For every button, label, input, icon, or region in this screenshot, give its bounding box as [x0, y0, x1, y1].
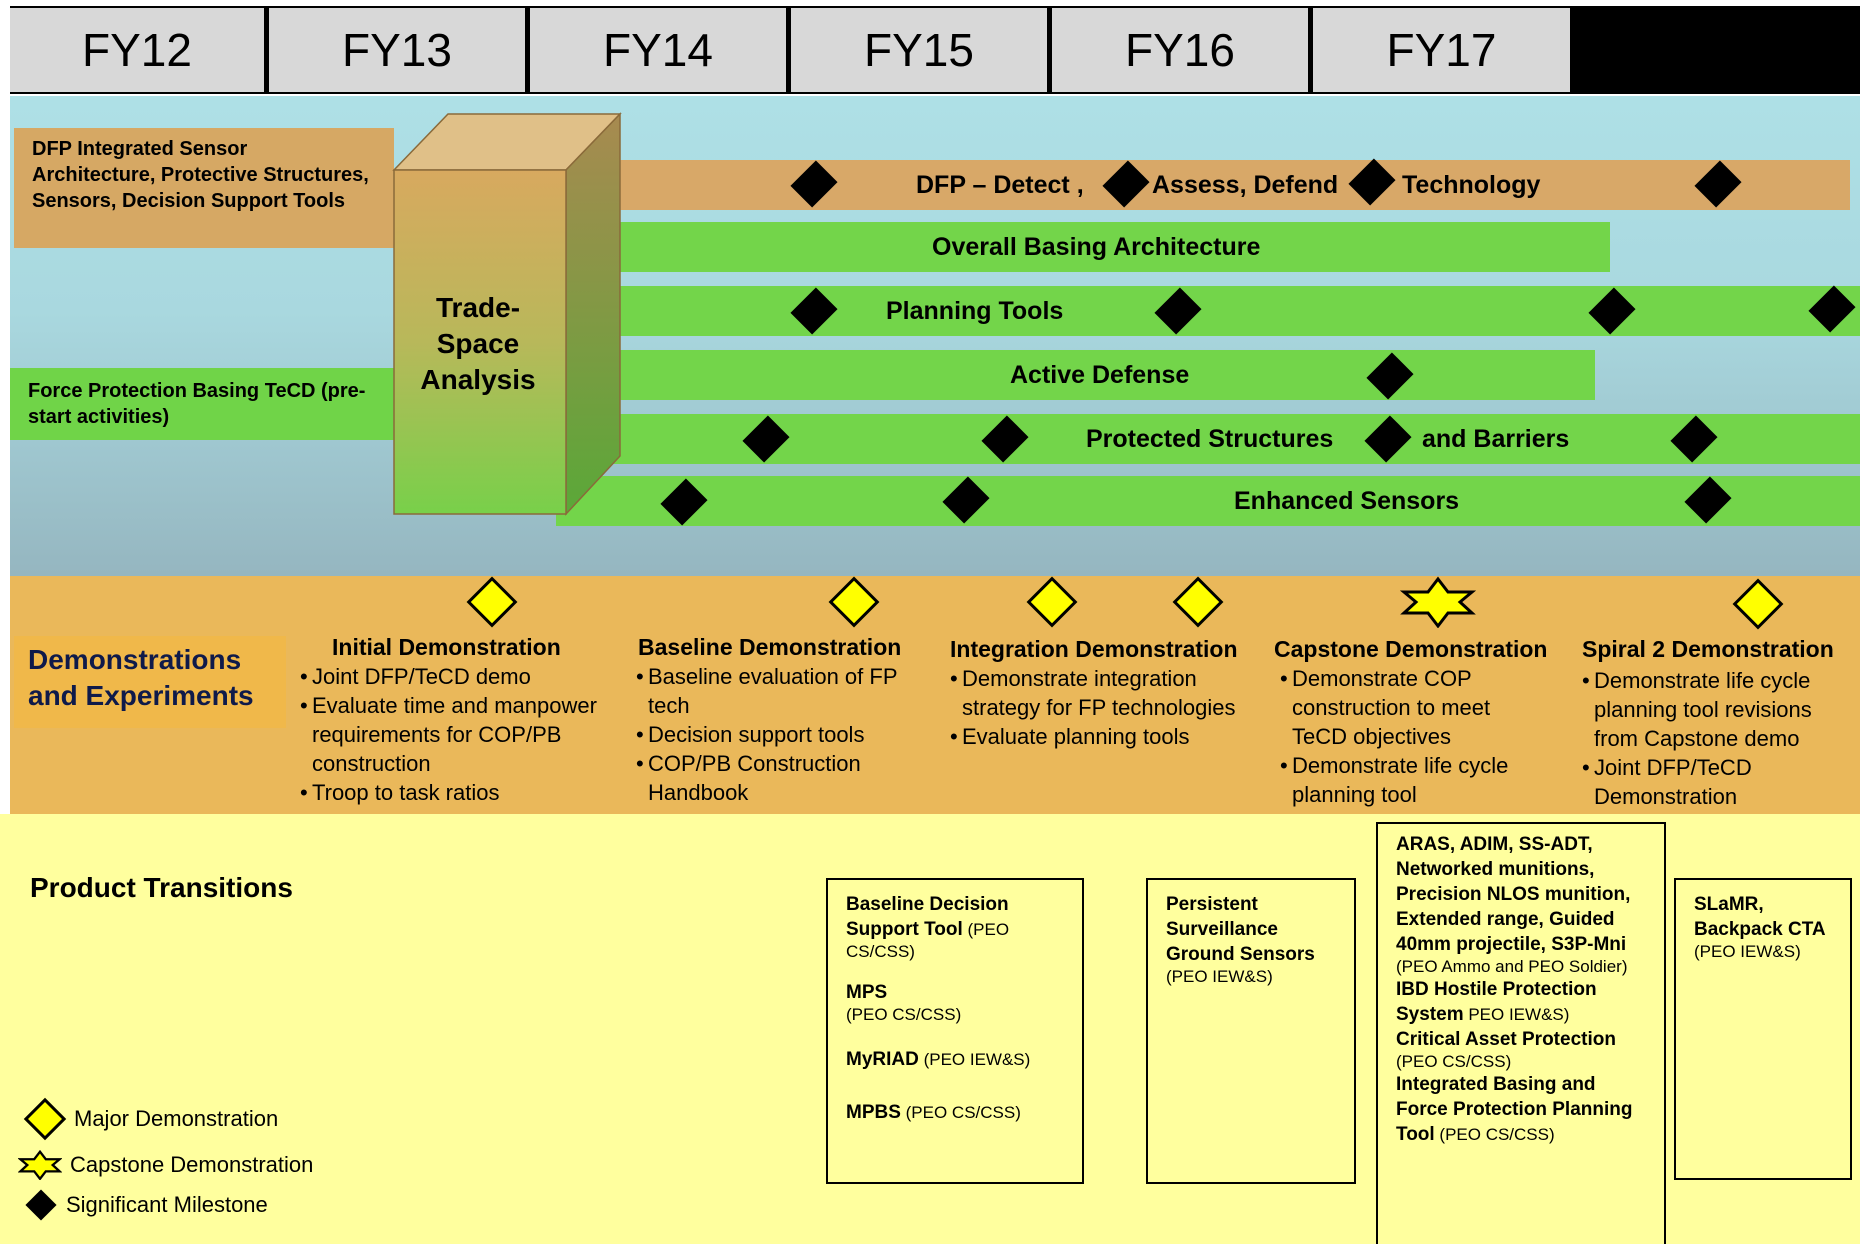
bar-planning-text: Planning Tools [886, 296, 1064, 325]
legend-major: Major Demonstration [23, 1097, 279, 1141]
product-owner: PEO IEW&S) [1463, 1005, 1570, 1024]
product-name: Baseline Decision Support Tool [846, 894, 1009, 940]
demo-section-box: Demonstrations and Experiments [14, 636, 286, 728]
product-owner: (PEO CS/CSS) [1434, 1125, 1555, 1144]
bar-enhanced-sensors: Enhanced Sensors [556, 476, 1860, 526]
product-owner: (PEO CS/CSS) [900, 1103, 1021, 1122]
product-owner: (PEO IEW&S) [1166, 967, 1273, 986]
trade-space-label: Trade-Space Analysis [420, 292, 536, 395]
legend-major-label: Major Demonstration [74, 1106, 279, 1131]
demo-bullets: Demonstrate integration strategy for FP … [950, 664, 1240, 751]
year-fy13: FY13 [269, 8, 530, 92]
tecd-label: Force Protection Basing TeCD (pre-start … [28, 380, 366, 428]
year-fy12: FY12 [10, 8, 269, 92]
demo-bullet: Demonstrate life cycle planning tool [1280, 751, 1550, 809]
bar-protected-structures: Protected Structures and Barriers [590, 414, 1860, 464]
demo-bullet: Demonstrate COP construction to meet TeC… [1280, 664, 1550, 751]
bar-protected-text-b: and Barriers [1422, 424, 1570, 453]
demo-bullets: Baseline evaluation of FP tech Decision … [636, 662, 898, 807]
year-fy16: FY16 [1052, 8, 1313, 92]
product-name: Integrated Basing and Force Protection P… [1396, 1074, 1633, 1145]
demo-bullet: Baseline evaluation of FP tech [636, 662, 898, 720]
demo-title: Initial Demonstration [332, 634, 561, 660]
dfp-label: DFP Integrated Sensor Architecture, Prot… [32, 138, 369, 212]
demo-section-title: Demonstrations and Experiments [28, 644, 254, 711]
demo-bullet: Evaluate time and manpower requirements … [300, 691, 630, 778]
yellow-diamond-icon [23, 1097, 67, 1141]
product-name: MyRIAD [846, 1049, 919, 1070]
demo-bullet: Demonstrate life cycle planning tool rev… [1582, 666, 1852, 753]
demo-bullet: Demonstrate integration strategy for FP … [950, 664, 1240, 722]
bar-active-text: Active Defense [1010, 360, 1190, 389]
demo-bullet: Joint DFP/TeCD demo [300, 662, 630, 691]
demo-bullets: Demonstrate life cycle planning tool rev… [1582, 666, 1852, 811]
product-name: Critical Asset Protection [1396, 1029, 1616, 1050]
tecd-label-box: Force Protection Basing TeCD (pre-start … [10, 368, 394, 440]
product-box-3: ARAS, ADIM, SS-ADT, Networked munitions,… [1376, 822, 1666, 1244]
bar-overall-text: Overall Basing Architecture [932, 232, 1261, 261]
product-box-2: Persistent Surveillance Ground Sensors (P… [1146, 878, 1356, 1184]
demo-bullets: Demonstrate COP construction to meet TeC… [1280, 664, 1550, 809]
product-owner: (PEO Ammo and PEO Soldier) [1396, 957, 1628, 976]
product-owner: (PEO IEW&S) [1694, 942, 1801, 961]
product-name: MPS [846, 982, 888, 1003]
product-owner: (PEO CS/CSS) [1396, 1052, 1512, 1071]
legend-capstone: Capstone Demonstration [18, 1150, 313, 1180]
demo-title: Capstone Demonstration [1274, 636, 1548, 662]
product-name: MPBS [846, 1102, 901, 1123]
product-name: Persistent Surveillance Ground Sensors [1166, 894, 1315, 965]
fiscal-year-header: FY12 FY13 FY14 FY15 FY16 FY17 [10, 6, 1860, 94]
bar-dfp-technology: DFP – Detect , Assess, Defend Technology [620, 160, 1850, 210]
product-owner: (PEO CS/CSS) [846, 1005, 962, 1024]
year-fy17: FY17 [1313, 8, 1570, 92]
demo-title: Integration Demonstration [950, 636, 1238, 662]
product-box-1: Baseline Decision Support Tool (PEO CS/C… [826, 878, 1084, 1184]
legend-capstone-label: Capstone Demonstration [70, 1152, 314, 1177]
demo-bullets: Joint DFP/TeCD demo Evaluate time and ma… [300, 662, 630, 807]
product-box-4: SLaMR, Backpack CTA (PEO IEW&S) [1674, 878, 1852, 1180]
product-name: SLaMR, Backpack CTA [1694, 894, 1826, 940]
product-owner: (PEO CS/CSS) [846, 920, 1010, 961]
demo-bullet: Joint DFP/TeCD Demonstration [1582, 753, 1852, 811]
year-fy14: FY14 [530, 8, 791, 92]
bar-dfp-text-a: DFP – Detect , [916, 170, 1084, 199]
legend-milestone: Significant Milestone [25, 1189, 268, 1221]
demo-bullet: COP/PB Construction Handbook [636, 749, 898, 807]
demo-title: Baseline Demonstration [638, 634, 902, 660]
capstone-star-icon [1400, 576, 1476, 628]
product-name: IBD Hostile Protection System [1396, 979, 1597, 1025]
bar-overall-basing: Overall Basing Architecture [614, 222, 1610, 272]
product-section-title: Product Transitions [30, 872, 293, 903]
bar-protected-text-a: Protected Structures [1086, 424, 1334, 453]
trade-space-box [392, 112, 622, 516]
demo-bullet: Evaluate planning tools [950, 722, 1240, 751]
bar-dfp-text-c: Technology [1402, 170, 1541, 199]
demo-bullet: Decision support tools [636, 720, 898, 749]
left-margin [0, 0, 10, 814]
bar-dfp-text-b: Assess, Defend [1152, 170, 1339, 199]
demo-bullet: Troop to task ratios [300, 778, 630, 807]
black-diamond-icon [25, 1189, 57, 1221]
product-owner: (PEO IEW&S) [918, 1050, 1031, 1069]
bar-active-defense: Active Defense [614, 350, 1595, 400]
dfp-label-box: DFP Integrated Sensor Architecture, Prot… [14, 128, 394, 248]
capstone-star-icon [18, 1150, 62, 1180]
demo-title: Spiral 2 Demonstration [1582, 636, 1834, 662]
product-name: ARAS, ADIM, SS-ADT, Networked munitions,… [1396, 834, 1631, 955]
year-fy15: FY15 [791, 8, 1052, 92]
bar-sensors-text: Enhanced Sensors [1234, 486, 1460, 515]
legend-milestone-label: Significant Milestone [66, 1192, 268, 1217]
